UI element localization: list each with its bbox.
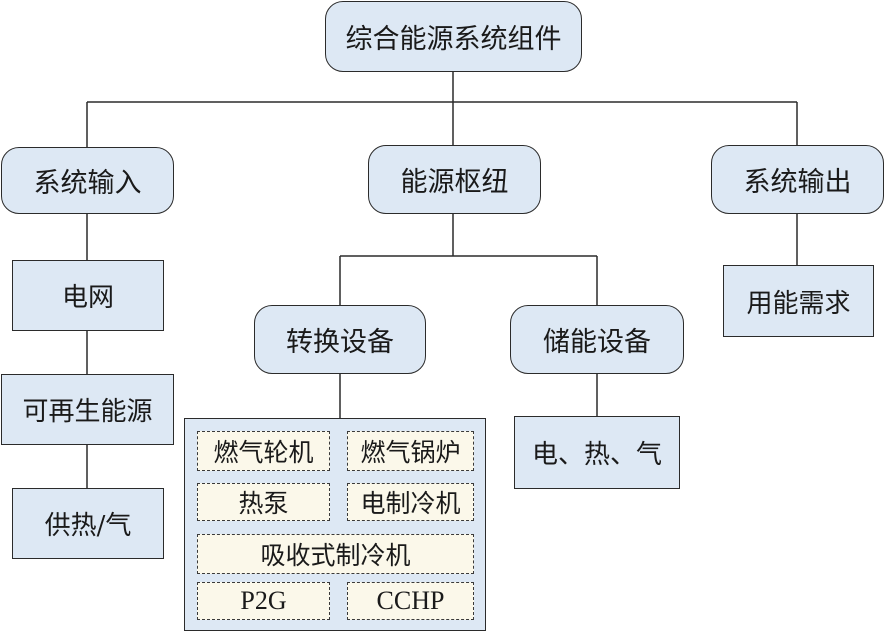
device-heat-pump: 热泵 <box>197 483 330 521</box>
storage-types-node: 电、热、气 <box>514 416 680 489</box>
device-gas-turbine: 燃气轮机 <box>197 431 330 471</box>
conversion-devices-group: 燃气轮机 燃气锅炉 热泵 电制冷机 吸收式制冷机 P2G CCHP <box>184 418 486 631</box>
device-cchp: CCHP <box>347 582 474 620</box>
conversion-equipment-node: 转换设备 <box>254 305 426 374</box>
device-gas-boiler: 燃气锅炉 <box>347 431 474 471</box>
system-input-node: 系统输入 <box>1 147 174 214</box>
system-output-node: 系统输出 <box>711 145 884 214</box>
storage-equipment-node: 储能设备 <box>510 305 684 374</box>
input-item-heat-gas: 供热/气 <box>12 488 164 559</box>
device-p2g: P2G <box>197 582 330 620</box>
device-electric-chiller: 电制冷机 <box>347 483 474 521</box>
input-item-grid: 电网 <box>12 260 164 331</box>
device-absorption-chiller: 吸收式制冷机 <box>197 534 474 574</box>
input-item-renewable: 可再生能源 <box>1 374 174 445</box>
root-node: 综合能源系统组件 <box>325 1 582 72</box>
energy-hub-node: 能源枢纽 <box>368 145 541 214</box>
energy-demand-node: 用能需求 <box>723 265 874 337</box>
